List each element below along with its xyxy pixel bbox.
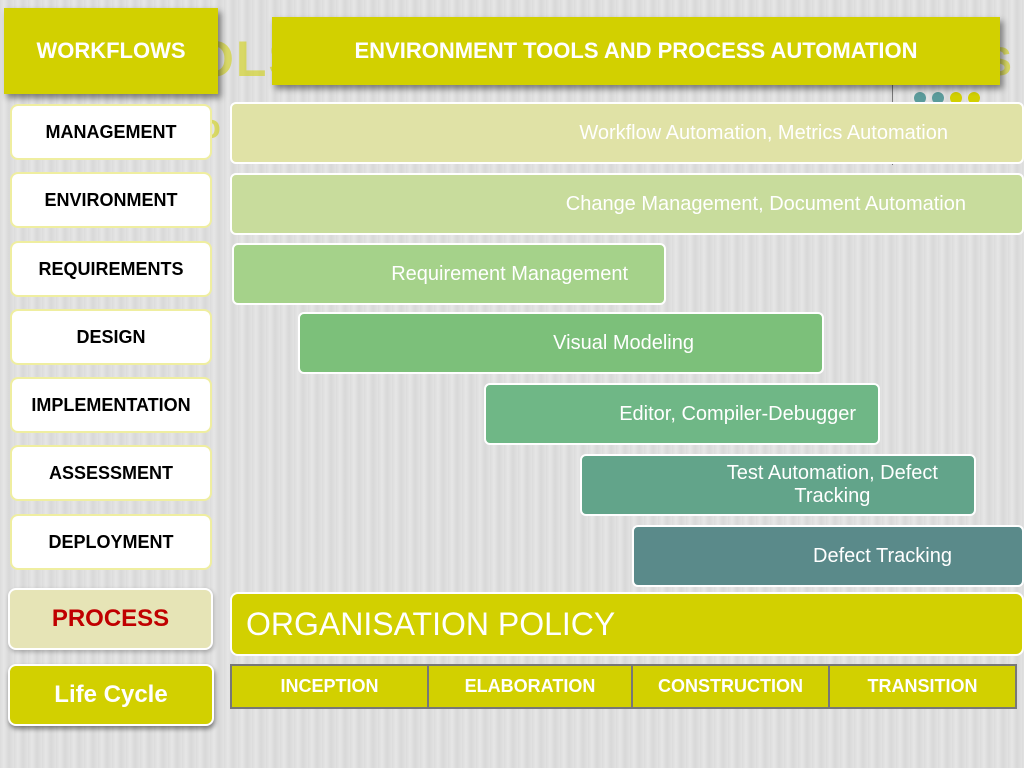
diagram-title: ENVIRONMENT TOOLS AND PROCESS AUTOMATION [272, 17, 1000, 85]
tool-bar-environment: Change Management, Document Automation [230, 173, 1024, 235]
tool-bar-text-line: Test Automation, Defect [726, 462, 938, 484]
lifecycle-label: Life Cycle [8, 664, 214, 726]
phase-inception: INCEPTION [232, 666, 429, 707]
tool-bar-text-line: Tracking [794, 485, 871, 507]
workflow-label-design: DESIGN [10, 309, 212, 365]
decorative-dot [932, 92, 944, 104]
tool-bar-management: Workflow Automation, Metrics Automation [230, 102, 1024, 164]
tool-bar-requirements: Requirement Management [232, 243, 666, 305]
tool-bar-deployment: Defect Tracking [632, 525, 1024, 587]
decorative-dot [914, 92, 926, 104]
workflow-label-deployment: DEPLOYMENT [10, 514, 212, 570]
tool-bar-text: Change Management, Document Automation [565, 192, 966, 215]
decorative-dot [950, 92, 962, 104]
tool-bar-assessment: Test Automation, Defect Tracking [580, 454, 976, 516]
workflow-label-environment: ENVIRONMENT [10, 172, 212, 228]
tool-bar-text-block: Test Automation, Defect Tracking [727, 462, 938, 508]
tool-bar-text: Visual Modeling [553, 331, 694, 354]
workflows-header: WORKFLOWS [4, 8, 218, 94]
phase-transition: TRANSITION [830, 666, 1015, 707]
tool-bar-text: Requirement Management [391, 262, 628, 285]
workflow-label-implementation: IMPLEMENTATION [10, 377, 212, 433]
organisation-policy-bar: ORGANISATION POLICY [230, 592, 1024, 656]
workflow-label-management: MANAGEMENT [10, 104, 212, 160]
tool-bar-design: Visual Modeling [298, 312, 824, 374]
workflow-label-assessment: ASSESSMENT [10, 445, 212, 501]
tool-bar-text: Defect Tracking [813, 544, 952, 567]
phase-elaboration: ELABORATION [429, 666, 633, 707]
lifecycle-phases: INCEPTION ELABORATION CONSTRUCTION TRANS… [230, 664, 1017, 709]
workflow-label-requirements: REQUIREMENTS [10, 241, 212, 297]
phase-construction: CONSTRUCTION [633, 666, 830, 707]
tool-bar-text: Editor, Compiler-Debugger [619, 402, 856, 425]
tool-bar-text: Workflow Automation, Metrics Automation [579, 121, 948, 144]
tool-bar-implementation: Editor, Compiler-Debugger [484, 383, 880, 445]
process-label: PROCESS [8, 588, 213, 650]
decorative-dot [968, 92, 980, 104]
